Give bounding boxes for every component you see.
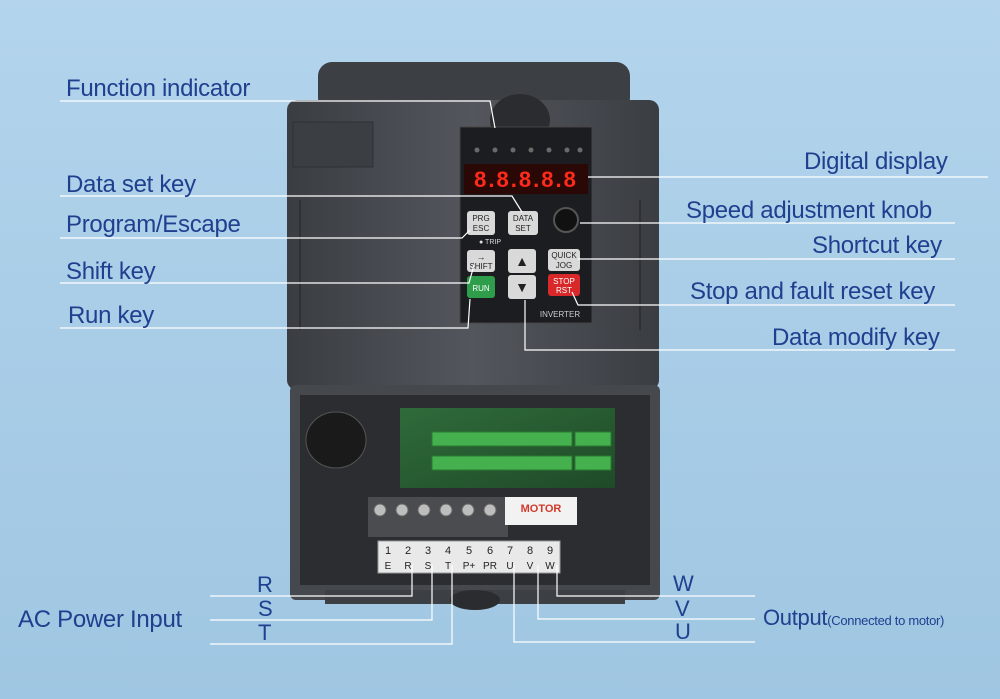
cover-vents [299, 200, 641, 330]
shortcut-key-label: Shortcut key [812, 232, 942, 259]
rst-label: RST [556, 286, 572, 295]
terminal-label-strip [377, 540, 561, 574]
svg-text:5: 5 [466, 545, 472, 557]
svg-text:E: E [385, 561, 392, 572]
speed-knob[interactable] [553, 207, 579, 233]
power-terminal-block [368, 497, 508, 537]
digital-display [464, 164, 588, 194]
power-r-letter: R [257, 572, 273, 597]
up-arrow-icon: ▲ [515, 253, 529, 269]
ac-power-input-label: AC Power Input [18, 606, 182, 633]
svg-text:W: W [545, 561, 555, 572]
control-terminals [431, 431, 612, 471]
data-modify-key-label: Data modify key [772, 324, 940, 351]
speed-adjustment-knob-label: Speed adjustment knob [686, 197, 932, 224]
leader-lines [60, 100, 988, 645]
down-key[interactable] [508, 275, 536, 299]
display-digits: 8.8.8.8.8 [474, 167, 578, 192]
trip-indicator: ● TRIP [479, 239, 501, 246]
run-key[interactable] [467, 276, 495, 298]
svg-text:2: 2 [405, 545, 411, 557]
indicator-leds [474, 147, 583, 153]
output-w-letter: W [673, 571, 694, 596]
up-key[interactable] [508, 249, 536, 273]
svg-text:U: U [506, 561, 513, 572]
shift-arrow-icon: → [477, 252, 486, 262]
control-pcb [400, 408, 615, 488]
run-label: RUN [472, 284, 490, 293]
motor-label: MOTOR [521, 503, 562, 515]
prg-esc-key[interactable] [467, 211, 495, 235]
terminal-names: E R S T P+ PR U V W [385, 561, 556, 572]
brand-label: INVERTER [540, 310, 581, 319]
program-escape-label: Program/Escape [66, 211, 241, 238]
function-indicator-label: Function indicator [66, 75, 251, 102]
esc-label: ESC [473, 224, 490, 233]
data-set-key[interactable] [508, 211, 538, 235]
power-s-letter: S [258, 596, 273, 621]
output-v-letter: V [675, 596, 690, 621]
down-arrow-icon: ▼ [515, 279, 529, 295]
terminal-numbers: 1 2 3 4 5 6 7 8 9 [385, 545, 553, 557]
power-t-letter: T [258, 620, 272, 645]
data-set-key-label: Data set key [66, 171, 196, 198]
svg-text:S: S [425, 561, 432, 572]
jog-label: JOG [556, 261, 572, 270]
output-label: Output [763, 605, 828, 630]
svg-text:8: 8 [527, 545, 533, 557]
set-label: SET [515, 224, 531, 233]
terminal-screws [373, 503, 497, 517]
output-u-letter: U [675, 619, 691, 644]
output-note-label: (Connected to motor) [827, 613, 945, 628]
output-label-group: Output(Connected to motor) [763, 607, 944, 630]
shift-key-label: Shift key [66, 258, 156, 285]
run-key-label: Run key [68, 302, 154, 329]
data-label: DATA [513, 214, 534, 223]
svg-text:V: V [527, 561, 534, 572]
svg-text:3: 3 [425, 545, 431, 557]
capacitor [305, 411, 367, 469]
svg-text:R: R [404, 561, 411, 572]
stop-label: STOP [553, 277, 575, 286]
quick-label: QUICK [551, 251, 577, 260]
svg-text:9: 9 [547, 545, 553, 557]
svg-text:P+: P+ [463, 561, 476, 572]
svg-text:1: 1 [385, 545, 391, 557]
stop-rst-key[interactable] [548, 274, 580, 296]
device-top-cap [318, 62, 630, 112]
quick-jog-key[interactable] [548, 249, 580, 271]
stop-fault-reset-key-label: Stop and fault reset key [690, 278, 935, 305]
shift-label: SHIFT [469, 262, 492, 271]
svg-text:T: T [445, 561, 451, 572]
keys: PRG ESC DATA SET ● TRIP → SHIFT ▲ QUICK … [467, 211, 580, 319]
svg-text:7: 7 [507, 545, 513, 557]
motor-sticker [505, 497, 577, 525]
svg-text:6: 6 [487, 545, 493, 557]
digital-display-label: Digital display [804, 148, 948, 175]
svg-text:PR: PR [483, 561, 497, 572]
prg-label: PRG [472, 214, 489, 223]
svg-text:4: 4 [445, 545, 451, 557]
